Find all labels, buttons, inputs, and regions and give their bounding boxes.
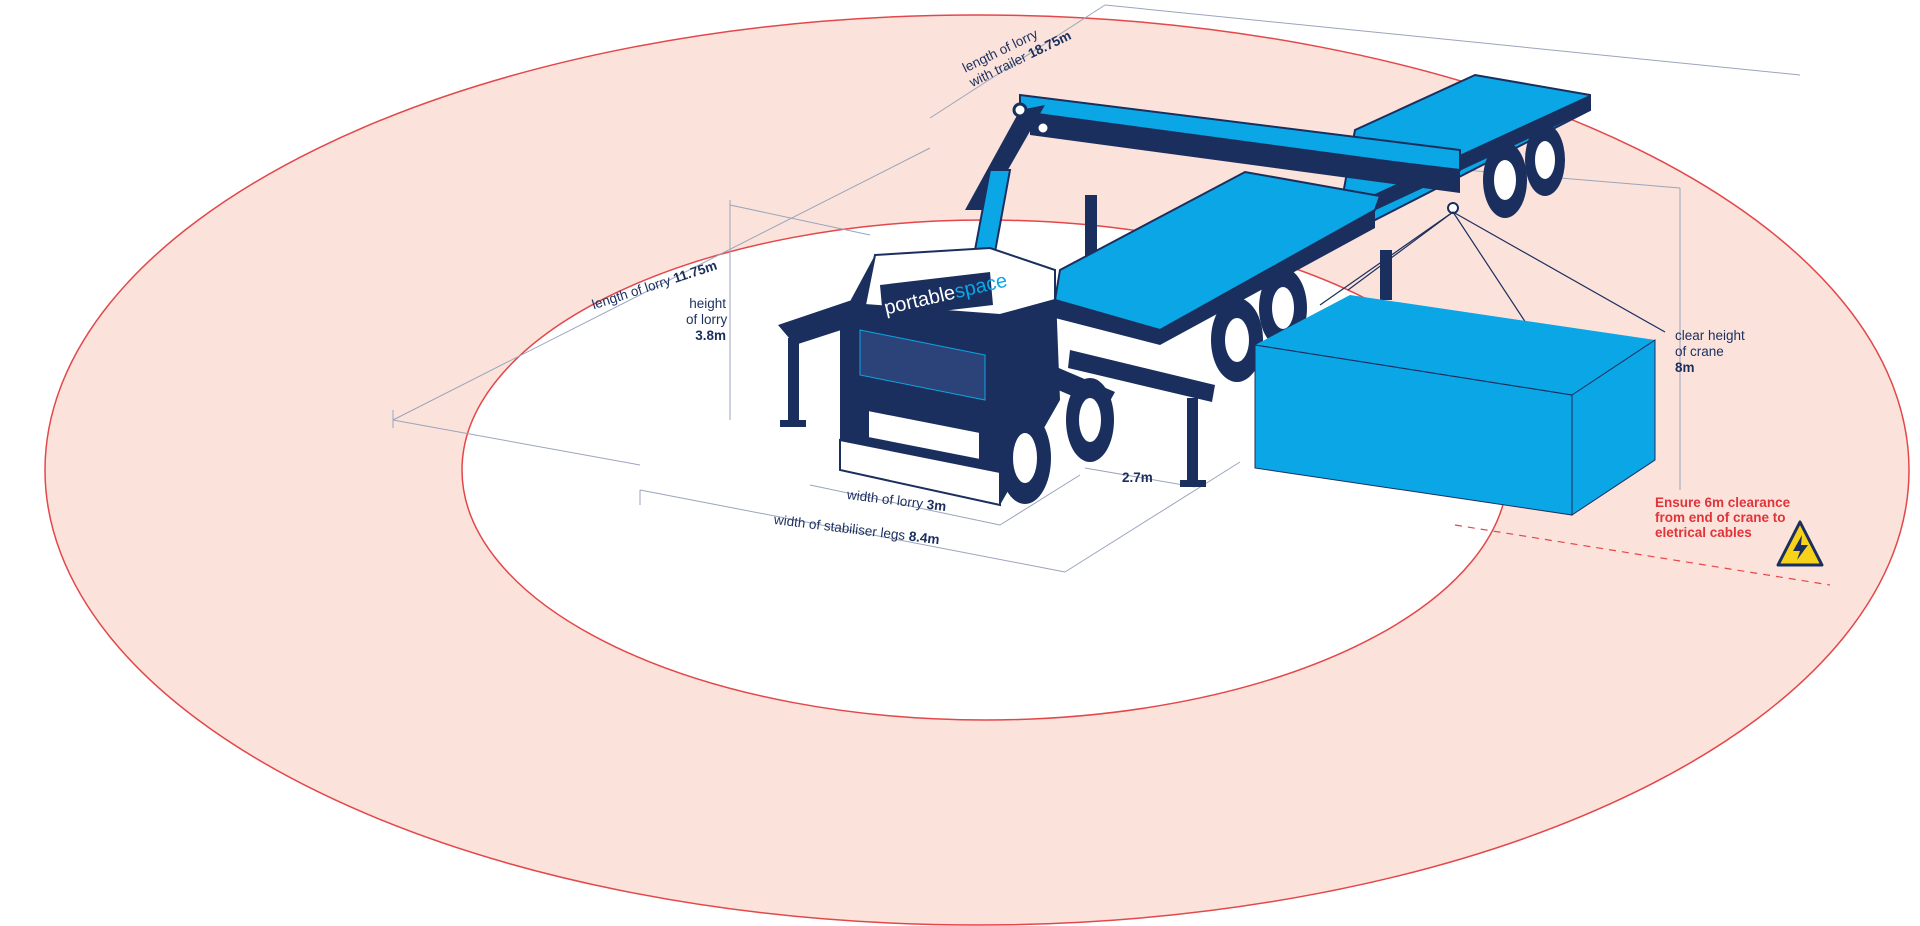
gap-label: 2.7m [1122, 470, 1153, 486]
clear-height-label: clear height of crane 8m [1675, 328, 1745, 376]
lifting-slings [1319, 211, 1666, 394]
clear-height-text: clear height [1675, 328, 1745, 343]
clear-height-text2: of crane [1675, 344, 1724, 359]
width-lorry-value: 3m [925, 496, 948, 515]
lorry-cab [839, 246, 1114, 507]
height-value: 3.8m [695, 328, 726, 343]
crane-boom [965, 93, 1461, 254]
dimension-lines [392, 4, 1801, 573]
height-text2: of lorry [686, 312, 728, 327]
warning-line-1: Ensure 6m clearance [1655, 495, 1791, 510]
height-lorry-label: height of lorry 3.8m [686, 296, 728, 344]
clearance-warning: Ensure 6m clearance from end of crane to… [1655, 495, 1790, 540]
high-voltage-warning-icon [1776, 520, 1824, 567]
warning-line-3: eletrical cables [1655, 525, 1752, 540]
clear-height-value: 8m [1675, 360, 1695, 375]
gap-value: 2.7m [1122, 470, 1153, 485]
height-text: height [689, 296, 726, 311]
width-legs-value: 8.4m [907, 528, 941, 548]
warning-line-2: from end of crane to [1655, 510, 1786, 525]
cable-clearance-line [1454, 524, 1831, 586]
portable-container [1254, 295, 1656, 516]
